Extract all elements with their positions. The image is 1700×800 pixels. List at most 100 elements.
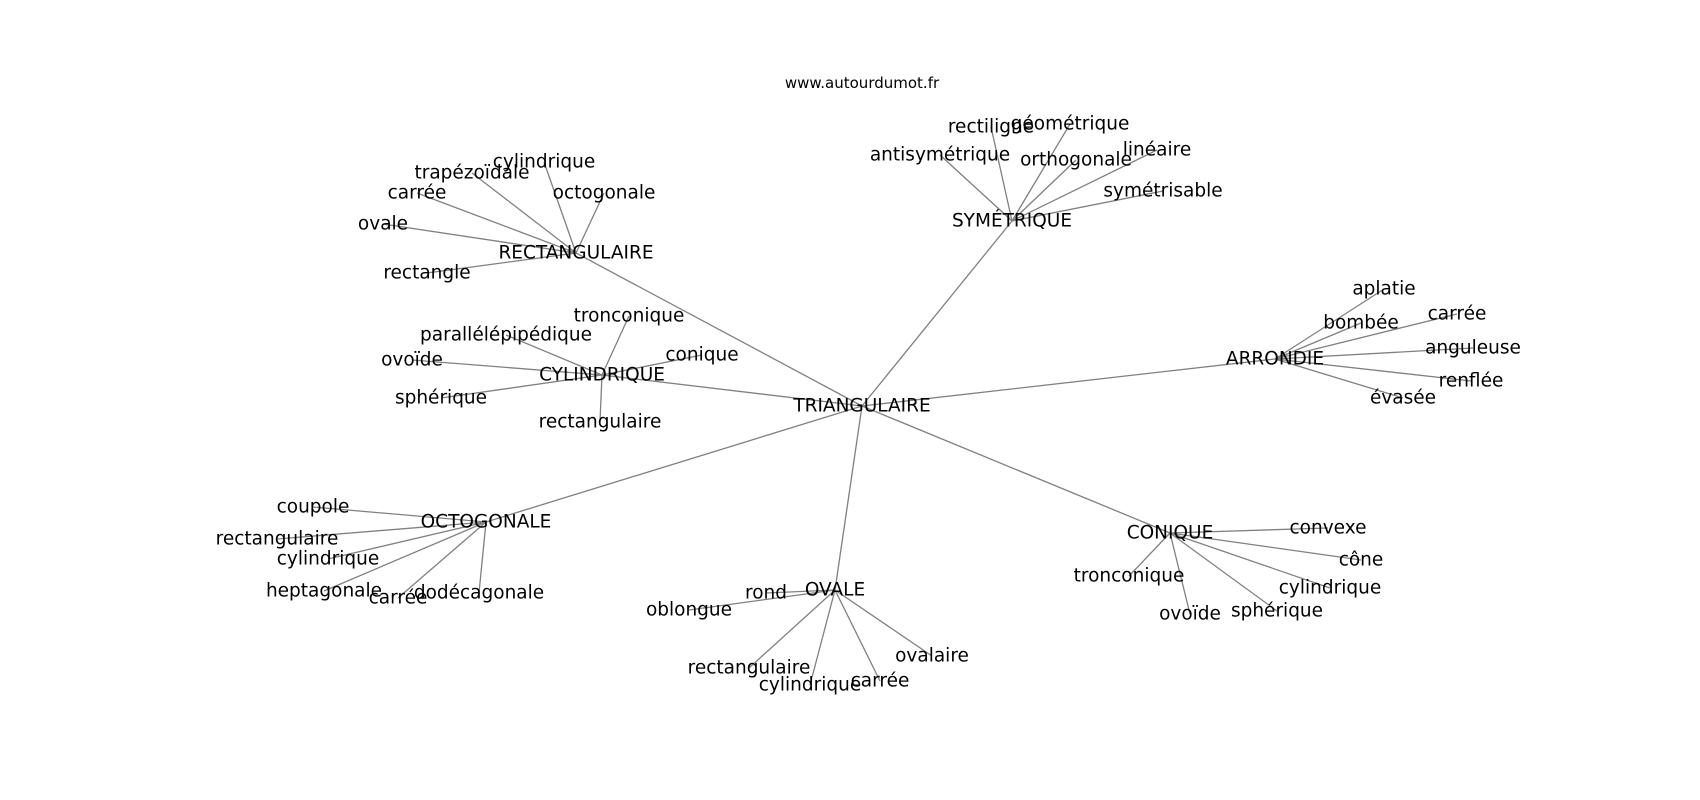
edge-hub-to-leaf (939, 154, 1013, 222)
edge-hub-to-leaf (601, 315, 630, 376)
hub-word-label[interactable]: CYLINDRIQUE (539, 365, 665, 386)
edge-hub-to-leaf (411, 359, 603, 376)
edge-hub-to-leaf (1011, 123, 1071, 222)
hub-word-label[interactable]: OCTOGONALE (421, 512, 552, 533)
edge-hub-to-leaf (809, 589, 836, 686)
leaf-word-label[interactable]: anguleuse (1425, 338, 1521, 359)
edge-hub-to-leaf (1274, 322, 1362, 360)
edge-hub-to-leaf (505, 334, 603, 376)
source-watermark: www.autourdumot.fr (785, 74, 940, 92)
leaf-word-label[interactable]: heptagonale (266, 581, 382, 602)
edge-root-to-hub (601, 374, 863, 407)
leaf-word-label[interactable]: sphérique (1231, 601, 1323, 622)
leaf-word-label[interactable]: carrée (1428, 304, 1487, 325)
leaf-word-label[interactable]: oblongue (646, 600, 732, 621)
edge-hub-to-leaf (834, 589, 933, 657)
hub-word-label[interactable]: OVALE (805, 580, 865, 601)
edge-hub-to-leaf (1274, 358, 1404, 399)
edge-hub-to-leaf (478, 521, 487, 594)
leaf-word-label[interactable]: convexe (1290, 518, 1367, 539)
leaf-word-label[interactable]: rectangulaire (539, 412, 662, 433)
edge-hub-to-leaf (1274, 288, 1385, 360)
leaf-word-label[interactable]: géométrique (1011, 114, 1130, 135)
leaf-word-label[interactable]: cylindrique (1279, 578, 1381, 599)
edge-root-to-hub (861, 358, 1276, 407)
edge-hub-to-leaf (1169, 532, 1278, 612)
edge-hub-to-leaf (575, 192, 605, 254)
leaf-word-label[interactable]: dodécagonale (414, 583, 544, 604)
leaf-word-label[interactable]: rond (745, 583, 787, 604)
edges-layer (276, 123, 1474, 686)
hub-word-label[interactable]: SYMÉTRIQUE (952, 210, 1072, 232)
leaf-word-label[interactable]: carrée (388, 183, 447, 204)
leaf-word-label[interactable]: rectangulaire (216, 529, 339, 550)
leaf-word-label[interactable]: parallélépipédique (420, 325, 592, 346)
edge-hub-to-leaf (1128, 532, 1171, 577)
leaf-word-label[interactable]: trapézoïdale (414, 163, 529, 184)
leaf-word-label[interactable]: symétrisable (1103, 181, 1222, 202)
edge-hub-to-leaf (1169, 527, 1329, 534)
leaf-word-label[interactable]: rectangle (383, 263, 470, 284)
leaf-word-label[interactable]: conique (665, 345, 738, 366)
leaf-word-label[interactable]: aplatie (1352, 279, 1415, 300)
leaf-word-label[interactable]: octogonale (553, 183, 656, 204)
leaf-word-label[interactable]: ovale (358, 214, 408, 235)
leaf-word-label[interactable]: coupole (277, 497, 350, 518)
hub-word-label[interactable]: CONIQUE (1127, 523, 1214, 544)
edge-root-to-hub (861, 220, 1013, 407)
leaf-word-label[interactable]: antisymétrique (870, 145, 1010, 166)
edge-hub-to-leaf (1011, 190, 1164, 222)
edge-hub-to-leaf (599, 374, 603, 423)
edge-hub-to-leaf (1169, 532, 1331, 589)
edge-hub-to-leaf (834, 589, 881, 682)
leaf-word-label[interactable]: tronconique (574, 306, 685, 327)
edge-hub-to-leaf (471, 172, 577, 254)
leaf-word-label[interactable]: sphérique (395, 388, 487, 409)
leaf-word-label[interactable]: cylindrique (759, 675, 861, 696)
edge-hub-to-leaf (1169, 532, 1191, 615)
edge-root-to-hub (575, 252, 863, 407)
edge-hub-to-leaf (1274, 347, 1474, 360)
edge-root-to-hub (834, 405, 863, 591)
hub-word-label[interactable]: RECTANGULAIRE (498, 243, 653, 264)
leaf-word-label[interactable]: carrée (369, 588, 428, 609)
edge-hub-to-leaf (416, 192, 577, 254)
edge-hub-to-leaf (382, 223, 577, 254)
edge-hub-to-leaf (312, 506, 487, 523)
edge-hub-to-leaf (1011, 159, 1077, 222)
edge-hub-to-leaf (440, 374, 603, 399)
leaf-word-label[interactable]: ovalaire (895, 646, 969, 667)
leaf-word-label[interactable]: linéaire (1123, 140, 1191, 161)
leaf-word-label[interactable]: tronconique (1074, 566, 1185, 587)
edge-root-to-hub (861, 405, 1171, 534)
edge-hub-to-leaf (748, 589, 836, 669)
leaf-word-label[interactable]: cylindrique (277, 549, 379, 570)
leaf-word-label[interactable]: ovoïde (381, 350, 443, 371)
leaf-word-label[interactable]: rectiligne (948, 117, 1034, 138)
leaf-word-label[interactable]: carrée (851, 671, 910, 692)
edge-hub-to-leaf (543, 161, 577, 254)
edge-hub-to-leaf (397, 521, 487, 599)
edge-hub-to-leaf (276, 521, 487, 540)
edge-hub-to-leaf (1169, 532, 1362, 561)
edge-hub-to-leaf (990, 126, 1013, 222)
leaf-word-label[interactable]: renflée (1439, 371, 1504, 392)
hub-word-label[interactable]: ARRONDIE (1226, 349, 1324, 370)
leaf-word-label[interactable]: bombée (1323, 313, 1399, 334)
leaf-word-label[interactable]: évasée (1370, 388, 1436, 409)
edge-hub-to-leaf (1274, 313, 1458, 360)
edge-hub-to-leaf (688, 589, 836, 611)
leaf-word-label[interactable]: rectangulaire (688, 658, 811, 679)
edge-hub-to-leaf (1274, 358, 1472, 382)
leaf-word-label[interactable]: orthogonale (1020, 150, 1132, 171)
edge-hub-to-leaf (426, 252, 577, 274)
leaf-word-label[interactable]: cône (1339, 550, 1384, 571)
leaf-word-label[interactable]: ovoïde (1159, 604, 1221, 625)
edge-hub-to-leaf (327, 521, 487, 560)
edge-hub-to-leaf (601, 354, 703, 376)
leaf-word-label[interactable]: cylindrique (493, 152, 595, 173)
edge-hub-to-leaf (323, 521, 487, 592)
edge-hub-to-leaf (1011, 149, 1158, 222)
root-word-label[interactable]: TRIANGULAIRE (792, 396, 930, 417)
